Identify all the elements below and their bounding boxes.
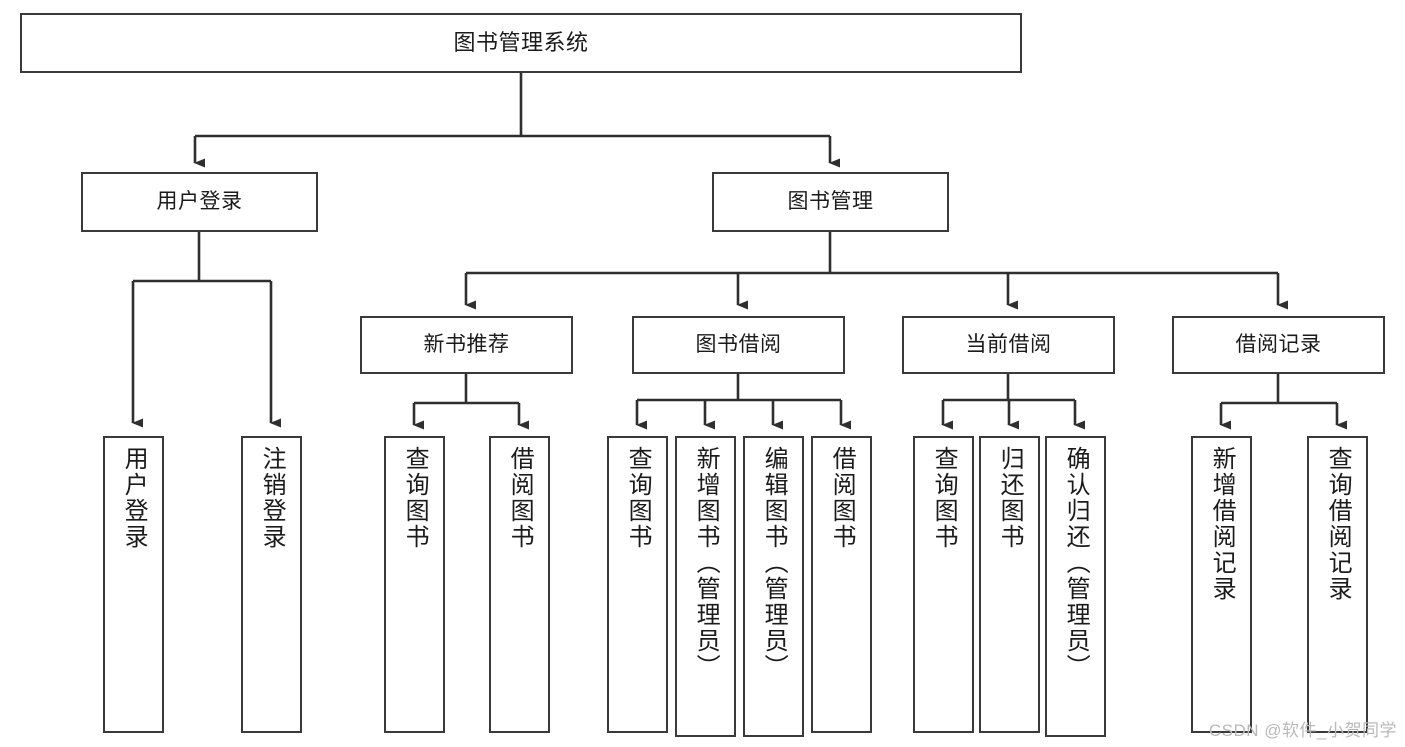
leaf-logout[interactable]: 注销登录 [241, 436, 302, 733]
leaf-borrow-query-book[interactable]: 查询图书 [607, 436, 668, 733]
node-label: 查询图书 [624, 446, 652, 550]
node-root-system[interactable]: 图书管理系统 [20, 13, 1022, 73]
node-label: 查询图书 [930, 446, 958, 550]
node-label: 借阅图书 [506, 446, 534, 550]
leaf-current-return-book[interactable]: 归还图书 [979, 436, 1040, 733]
leaf-borrow-add-book-admin[interactable]: 新增图书（管理员） [675, 436, 736, 737]
node-label: 确认归还（管理员） [1062, 446, 1090, 680]
node-label: 当前借阅 [965, 332, 1052, 356]
node-user-login[interactable]: 用户登录 [81, 172, 318, 232]
node-label: 新书推荐 [423, 332, 510, 356]
node-label: 图书管理 [787, 189, 874, 213]
node-label: 查询借阅记录 [1324, 446, 1352, 602]
node-label: 归还图书 [996, 446, 1024, 550]
watermark: CSDN @软件_小贺同学 [1208, 721, 1397, 740]
node-label: 借阅图书 [828, 446, 856, 550]
leaf-records-add-record[interactable]: 新增借阅记录 [1191, 436, 1252, 733]
leaf-borrow-borrow-book[interactable]: 借阅图书 [811, 436, 872, 733]
node-book-borrow[interactable]: 图书借阅 [632, 316, 845, 374]
node-label: 用户登录 [120, 446, 148, 550]
leaf-recommend-borrow-book[interactable]: 借阅图书 [489, 436, 550, 733]
node-label: 借阅记录 [1235, 332, 1322, 356]
node-label: 注销登录 [258, 446, 286, 550]
node-borrow-records[interactable]: 借阅记录 [1172, 316, 1385, 374]
leaf-current-query-book[interactable]: 查询图书 [913, 436, 974, 733]
node-label: 编辑图书（管理员） [760, 446, 788, 680]
node-current-borrow[interactable]: 当前借阅 [902, 316, 1115, 374]
node-book-management[interactable]: 图书管理 [712, 172, 949, 232]
node-label: 图书借阅 [695, 332, 782, 356]
node-label: 新增图书（管理员） [692, 446, 720, 680]
leaf-recommend-query-book[interactable]: 查询图书 [384, 436, 445, 733]
node-label: 图书管理系统 [453, 30, 589, 56]
leaf-user-login[interactable]: 用户登录 [103, 436, 164, 733]
node-label: 新增借阅记录 [1208, 446, 1236, 602]
leaf-current-confirm-return-admin[interactable]: 确认归还（管理员） [1045, 436, 1106, 737]
node-label: 用户登录 [156, 189, 243, 213]
node-label: 查询图书 [401, 446, 429, 550]
leaf-records-query-record[interactable]: 查询借阅记录 [1307, 436, 1368, 733]
node-new-book-recommend[interactable]: 新书推荐 [360, 316, 573, 374]
leaf-borrow-edit-book-admin[interactable]: 编辑图书（管理员） [743, 436, 804, 737]
